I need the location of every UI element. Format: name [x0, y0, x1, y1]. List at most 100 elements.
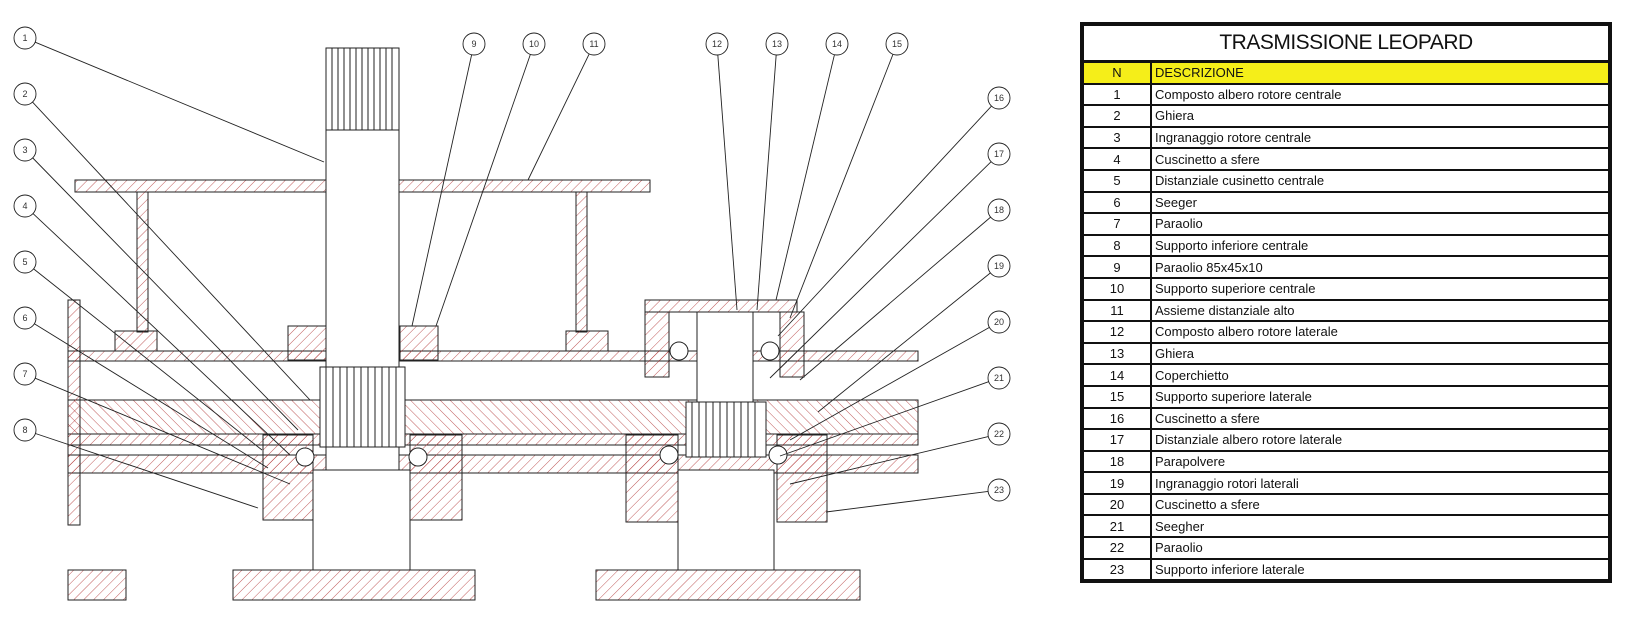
part-description: Ingranaggio rotori laterali	[1151, 472, 1608, 495]
lateral-bearing-top-left	[669, 341, 689, 361]
part-description: Supporto superiore centrale	[1151, 277, 1608, 301]
balloon-number: 15	[892, 39, 902, 49]
part-number: 16	[1084, 407, 1152, 431]
part-number: 21	[1084, 515, 1152, 539]
balloon-circle	[13, 306, 37, 330]
part-description: Seegher	[1151, 515, 1608, 539]
balloon-circle	[765, 32, 789, 56]
balloon-number: 6	[22, 313, 27, 323]
balloon-number: 13	[772, 39, 782, 49]
balloon-number: 3	[22, 145, 27, 155]
balloon-14: 14	[775, 32, 849, 301]
right-foot	[565, 330, 609, 352]
part-description: Cuscinetto a sfere	[1151, 407, 1608, 431]
balloon-circle	[987, 198, 1011, 222]
lateral-gear-teeth	[691, 402, 756, 457]
left-support	[136, 191, 149, 333]
balloon-circle	[825, 32, 849, 56]
balloon-number: 10	[529, 39, 539, 49]
lateral-shaft-top	[696, 311, 754, 403]
leader-line	[756, 54, 777, 311]
part-number: 5	[1084, 169, 1152, 193]
lateral-bearing-top-right	[760, 341, 780, 361]
part-description: Composto albero rotore centrale	[1151, 83, 1608, 107]
balloon-5: 5	[13, 250, 263, 451]
balloon-number: 2	[22, 89, 27, 99]
balloon-circle	[987, 478, 1011, 502]
lateral-cover-left	[644, 311, 670, 378]
balloon-11: 11	[527, 32, 606, 181]
balloon-number: 22	[994, 429, 1004, 439]
part-description: Ghiera	[1151, 342, 1608, 366]
balloon-circle	[885, 32, 909, 56]
balloon-2: 2	[13, 82, 311, 401]
part-description: Paraolio 85x45x10	[1151, 256, 1608, 279]
part-number: 9	[1084, 256, 1152, 279]
leader-line	[527, 53, 590, 181]
balloon-circle	[13, 138, 37, 162]
central-shaft	[295, 47, 428, 571]
central-upper-right	[399, 325, 439, 361]
central-gear-teeth	[325, 367, 397, 447]
central-bearing-left	[295, 447, 315, 467]
part-number: 10	[1084, 277, 1152, 301]
lateral-support-right	[776, 434, 828, 523]
lateral-shaft	[659, 311, 788, 571]
part-description: Supporto superiore laterale	[1151, 385, 1608, 409]
part-number: 8	[1084, 234, 1152, 258]
housing	[67, 179, 919, 601]
part-number: 22	[1084, 537, 1152, 560]
central-base	[232, 569, 476, 601]
balloon-18: 18	[799, 198, 1011, 381]
part-number: 6	[1084, 191, 1152, 215]
balloon-10: 10	[435, 32, 546, 327]
central-gear	[319, 366, 406, 448]
balloon-3: 3	[13, 138, 299, 431]
part-number: 11	[1084, 299, 1152, 323]
header-n: N	[1084, 63, 1152, 85]
balloon-circle	[987, 254, 1011, 278]
part-description: Cuscinetto a sfere	[1151, 493, 1608, 517]
part-description: Paraolio	[1151, 537, 1608, 560]
balloon-circle	[987, 142, 1011, 166]
leader-line	[32, 101, 311, 401]
left-base-stub	[67, 569, 127, 601]
balloon-circle	[13, 250, 37, 274]
balloon-circle	[13, 26, 37, 50]
part-number: 20	[1084, 493, 1152, 517]
leader-line	[799, 216, 991, 381]
balloon-circle	[582, 32, 606, 56]
part-description: Supporto inferiore laterale	[1155, 561, 1305, 577]
balloon-12: 12	[705, 32, 738, 311]
lateral-cover-top	[644, 299, 798, 313]
balloon-circle	[522, 32, 546, 56]
balloon-circle	[13, 362, 37, 386]
balloon-21: 21	[779, 366, 1011, 457]
balloon-number: 12	[712, 39, 722, 49]
balloon-number: 8	[22, 425, 27, 435]
balloon-circle	[13, 418, 37, 442]
parts-table-header: N DESCRIZIONE	[1084, 63, 1608, 85]
lateral-base	[595, 569, 861, 601]
leader-line	[411, 54, 473, 327]
balloon-number: 4	[22, 201, 27, 211]
central-spline-teeth	[331, 48, 393, 130]
